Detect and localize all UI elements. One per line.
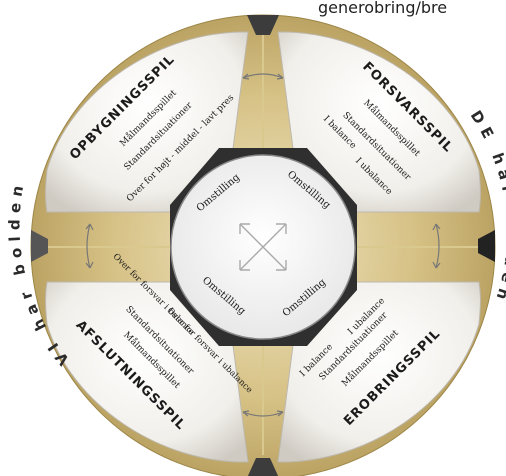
transition-arrows — [85, 73, 441, 417]
source-url-text: generobring/bre — [318, 0, 448, 17]
center-hub: Omstilling Omstilling Omstilling Omstill… — [170, 148, 357, 346]
center-cross-arrows — [239, 223, 287, 271]
